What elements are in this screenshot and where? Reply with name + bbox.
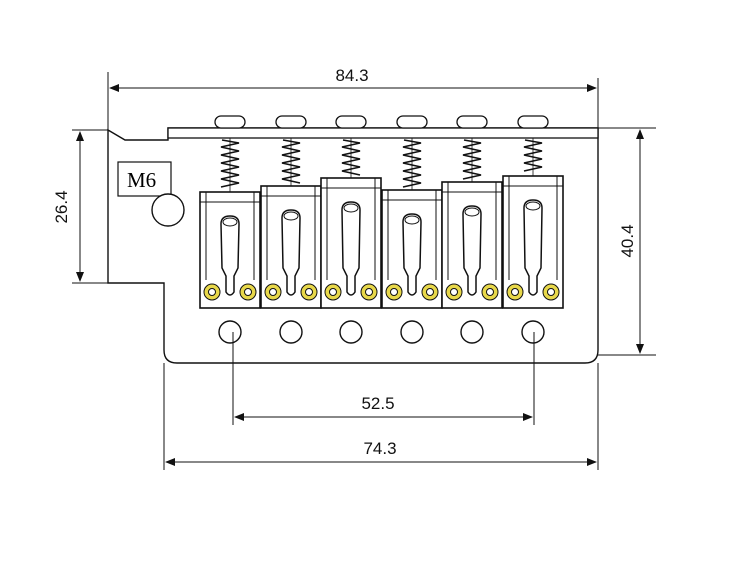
string-hole bbox=[339, 320, 363, 344]
adjust-screw-head bbox=[396, 115, 428, 129]
mounting-screw-hole bbox=[151, 193, 185, 227]
top-rail bbox=[167, 127, 599, 139]
saddle-slot bbox=[402, 213, 422, 296]
string-hole bbox=[279, 320, 303, 344]
saddle-slot bbox=[220, 215, 240, 296]
saddle-mount-screw-center bbox=[511, 288, 519, 296]
saddle-mount-screw-center bbox=[390, 288, 398, 296]
saddle-mount-screw-center bbox=[244, 288, 252, 296]
dim-hole-span-label: 52.5 bbox=[361, 394, 394, 413]
saddle-slot-top bbox=[525, 201, 541, 211]
saddle-slot-top bbox=[283, 211, 299, 221]
dim-plate-width: 74.3 bbox=[163, 363, 599, 470]
dim-left-height: 26.4 bbox=[52, 129, 108, 284]
saddle-slot bbox=[462, 205, 482, 296]
saddle-slot-top bbox=[464, 207, 480, 217]
saddle-slot bbox=[523, 199, 543, 296]
saddle-mount-screw-center bbox=[269, 288, 277, 296]
adjust-screw-head bbox=[517, 115, 549, 129]
saddle-mount-screw-center bbox=[365, 288, 373, 296]
dim-overall-width: 84.3 bbox=[107, 66, 599, 130]
string-hole bbox=[521, 320, 545, 344]
dim-right-height-label: 40.4 bbox=[618, 224, 637, 257]
saddle-slot-top bbox=[222, 217, 238, 227]
saddle-slot-top bbox=[404, 215, 420, 225]
dim-right-height: 40.4 bbox=[598, 127, 656, 356]
dim-hole-span: 52.5 bbox=[232, 332, 535, 425]
saddle-spring bbox=[462, 139, 482, 180]
adjust-screw-head bbox=[456, 115, 488, 129]
saddle-spring bbox=[220, 139, 240, 188]
screw-label-box bbox=[117, 161, 172, 197]
dim-plate-width-label: 74.3 bbox=[363, 439, 396, 458]
string-hole bbox=[400, 320, 424, 344]
saddle-mount-screw-center bbox=[547, 288, 555, 296]
adjust-screw-head bbox=[214, 115, 246, 129]
saddle-mount-screw-center bbox=[305, 288, 313, 296]
base-plate-outline bbox=[107, 127, 599, 364]
dim-left-height-label: 26.4 bbox=[52, 190, 71, 223]
adjust-screw-head bbox=[275, 115, 307, 129]
string-holes bbox=[218, 320, 545, 344]
string-hole bbox=[218, 320, 242, 344]
string-hole bbox=[460, 320, 484, 344]
saddle-spring bbox=[402, 139, 422, 188]
screw-label: M6 bbox=[127, 168, 156, 192]
saddle-mount-screw-center bbox=[329, 288, 337, 296]
saddle-group bbox=[199, 115, 564, 309]
adjust-screw-head bbox=[335, 115, 367, 129]
saddle-slot bbox=[341, 201, 361, 296]
saddle-slot bbox=[281, 209, 301, 296]
saddle-mount-screw-center bbox=[450, 288, 458, 296]
saddle-mount-screw-center bbox=[426, 288, 434, 296]
saddle-spring bbox=[523, 139, 543, 172]
saddle-slot-top bbox=[343, 203, 359, 213]
dim-overall-width-label: 84.3 bbox=[335, 66, 368, 85]
saddle-mount-screw-center bbox=[486, 288, 494, 296]
saddle-mount-screw-center bbox=[208, 288, 216, 296]
